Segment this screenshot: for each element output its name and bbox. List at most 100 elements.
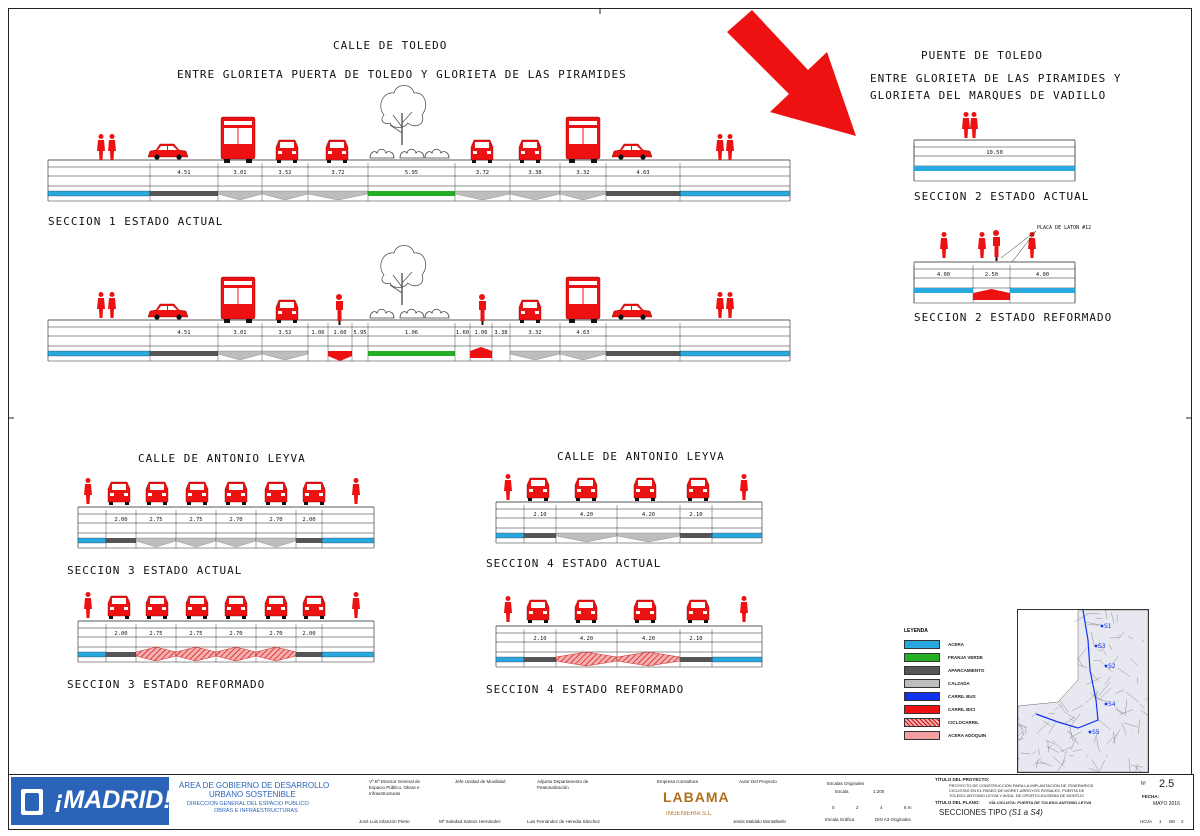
road-band xyxy=(261,350,309,361)
carf-icon xyxy=(185,595,209,620)
map-label: S1 xyxy=(1104,623,1112,630)
carf-icon xyxy=(633,599,657,624)
map-street xyxy=(1115,689,1125,694)
plano-number-label: Nº xyxy=(1141,781,1147,787)
map-street xyxy=(1090,632,1095,647)
carf-icon xyxy=(107,595,131,620)
madrid-crest-inner xyxy=(25,793,39,811)
parking-band xyxy=(680,657,712,662)
sidewalk-s2 xyxy=(914,166,1075,171)
map-street xyxy=(1060,746,1072,752)
dimension-label: 4.63 xyxy=(576,330,589,336)
person-icon xyxy=(740,596,748,622)
road-band xyxy=(307,190,369,201)
map-street xyxy=(1135,763,1139,772)
bus-icon xyxy=(220,116,256,164)
legend-label: FRANJA VERDE xyxy=(948,655,983,660)
dimension-label: 2.70 xyxy=(269,631,282,637)
map-street xyxy=(1109,637,1119,639)
dimension-label: 3.01 xyxy=(233,170,246,176)
map-street xyxy=(1132,730,1134,732)
map-street xyxy=(1096,718,1111,731)
bush-icon xyxy=(424,148,450,159)
legend-item: CICLOCARRIL xyxy=(904,718,979,727)
adj-line-1: Adjunto Departamento de xyxy=(537,779,589,784)
dimension-label: 4.51 xyxy=(177,170,190,176)
parking-band xyxy=(524,533,556,538)
carf-icon xyxy=(264,481,288,506)
bush-icon xyxy=(424,308,450,319)
empresa-logo: LABAMA xyxy=(663,789,730,805)
map-street xyxy=(1140,710,1148,716)
tree-icon xyxy=(380,84,427,146)
map-street xyxy=(1032,750,1036,754)
dimension-label: 3.72 xyxy=(331,170,344,176)
empresa-line-2: INGENIERÍA S.L. xyxy=(666,811,713,817)
map-street xyxy=(1048,744,1053,749)
leyva-title-right: CALLE DE ANTONIO LEYVA xyxy=(557,450,725,463)
bush-icon xyxy=(369,148,395,159)
dimension-label: 4.00 xyxy=(937,272,950,278)
puente-subtitle-2: GLORIETA DEL MARQUES DE VADILLO xyxy=(870,89,1107,102)
dimension-label: 2.70 xyxy=(229,517,242,523)
person-icon xyxy=(940,232,948,258)
carf-icon xyxy=(275,299,299,324)
map-street xyxy=(1048,713,1055,715)
hoja-label: HOJA xyxy=(1140,819,1153,824)
parking-band xyxy=(106,538,136,543)
legend-label: ACERA ADOQUIN xyxy=(948,733,987,738)
dimension-label: 4.63 xyxy=(636,170,649,176)
map-street xyxy=(1058,703,1061,708)
parking-band xyxy=(680,533,712,538)
road-band xyxy=(559,190,607,201)
map-street xyxy=(1130,657,1139,666)
cyclelane-band xyxy=(215,646,257,662)
legend-item: ACERA xyxy=(904,640,964,649)
car-icon xyxy=(611,303,653,321)
map-street xyxy=(1112,729,1120,744)
map-street xyxy=(1123,722,1138,728)
dimension-label: 2.70 xyxy=(269,517,282,523)
escala-grafica: Escala Gráfica xyxy=(825,817,855,822)
map-street xyxy=(1093,659,1102,661)
dimension-label: 2.00 xyxy=(302,631,315,637)
map-street xyxy=(1032,758,1042,766)
map-street xyxy=(1067,730,1072,736)
caption-s1-actual: SECCION 1 ESTADO ACTUAL xyxy=(48,215,224,228)
bush-icon xyxy=(369,308,395,319)
person-icon xyxy=(726,292,734,318)
map-street xyxy=(1100,645,1104,649)
legend-label: APARCAMIENTO xyxy=(948,668,985,673)
sidewalk-right xyxy=(321,651,375,658)
map-street xyxy=(1141,640,1145,643)
dimension-label: 2.75 xyxy=(149,517,162,523)
map-city-area xyxy=(1018,610,1148,772)
road-band xyxy=(509,190,561,201)
bikelane-band xyxy=(973,289,1010,300)
map-street xyxy=(1052,756,1065,767)
legend-title: LEYENDA xyxy=(904,628,928,634)
dimension-label: 3.38 xyxy=(494,330,507,336)
carf-icon xyxy=(686,599,710,624)
map-street xyxy=(1036,721,1050,734)
escala-tick-0: 0 xyxy=(832,805,835,810)
empresa-line-1: Empresa Consultora xyxy=(657,779,699,784)
map-street xyxy=(1046,746,1059,753)
carf-icon xyxy=(275,139,299,164)
map-street xyxy=(1018,723,1027,728)
caption-s3-reform: SECCION 3 ESTADO REFORMADO xyxy=(67,678,266,691)
carf-icon xyxy=(185,481,209,506)
legend-item: FRANJA VERDE xyxy=(904,653,983,662)
carf-icon xyxy=(526,599,550,624)
map-street xyxy=(1105,610,1107,619)
map-street xyxy=(1078,646,1088,659)
green-strip xyxy=(368,191,455,196)
legend-item: APARCAMIENTO xyxy=(904,666,984,675)
map-street xyxy=(1071,704,1083,712)
sidewalk-left xyxy=(77,537,107,544)
de-value: 2 xyxy=(1181,819,1184,824)
